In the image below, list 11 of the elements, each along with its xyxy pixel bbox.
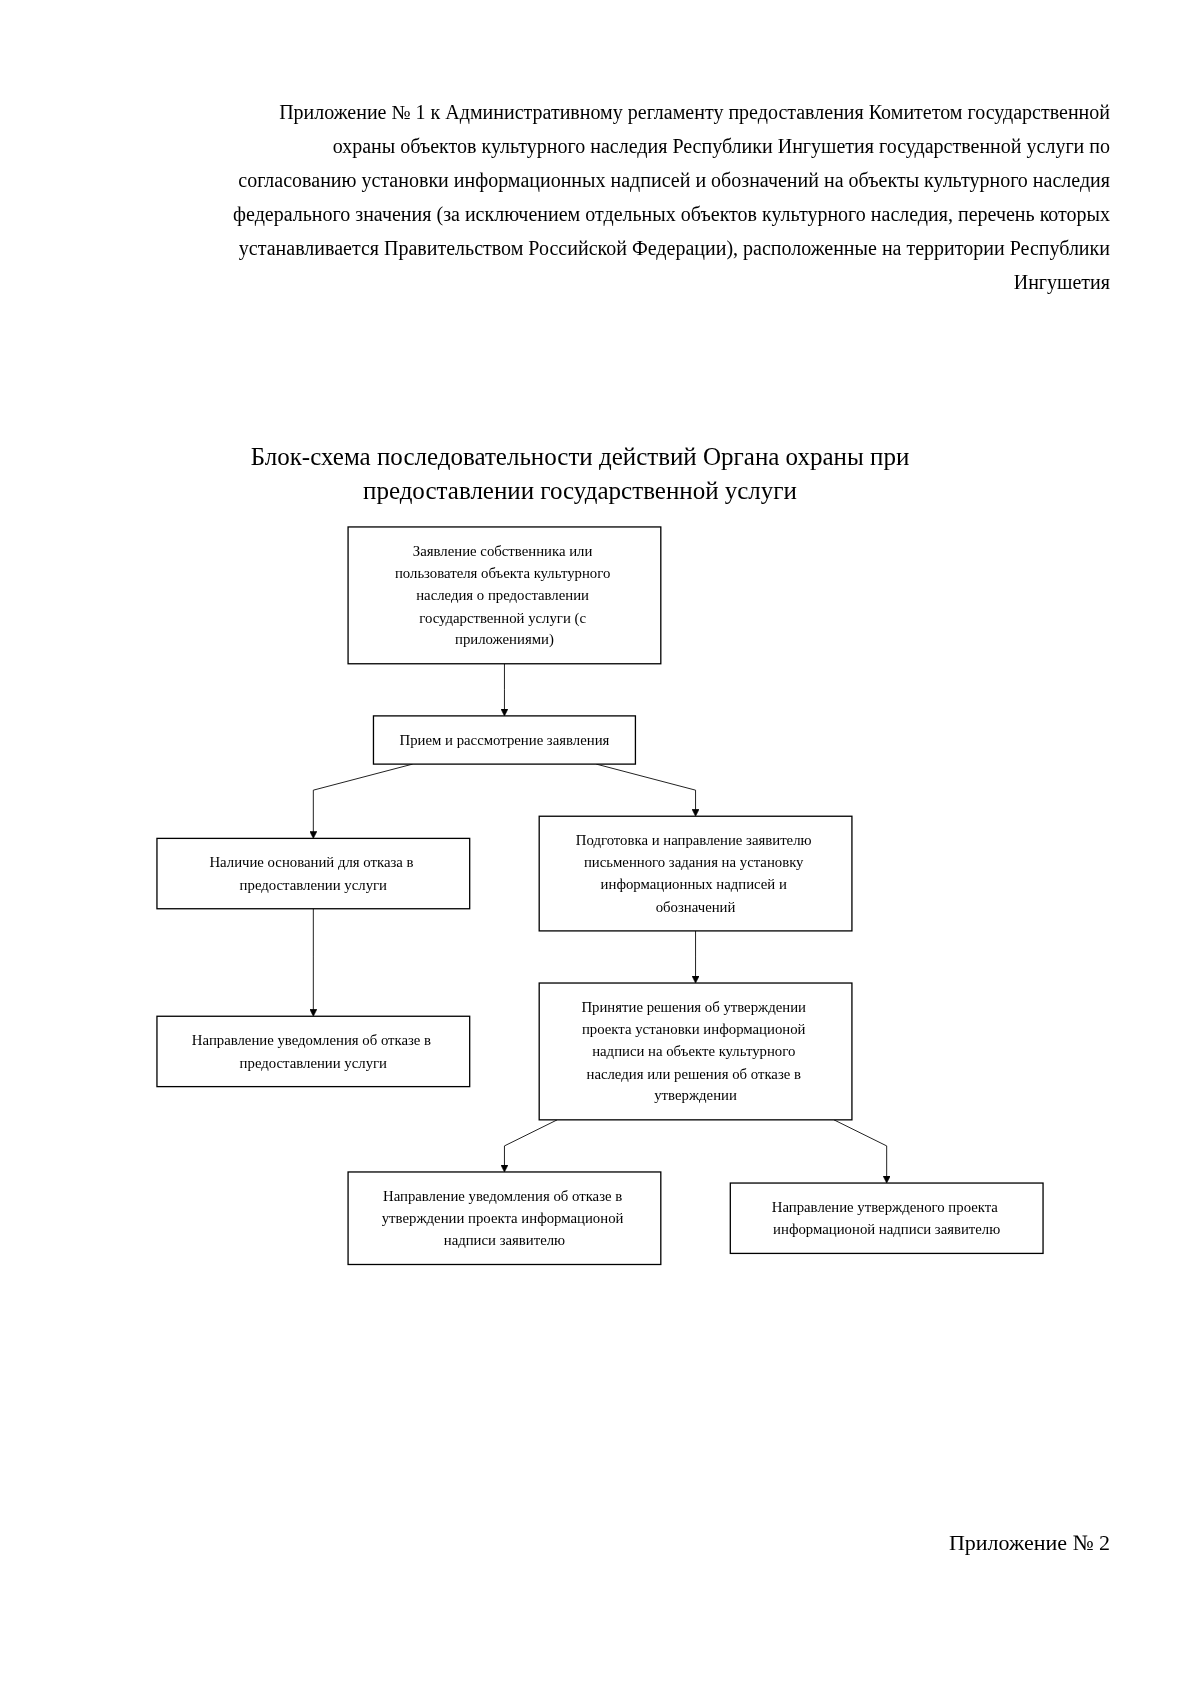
node-box: Наличие оснований для отказа в предоставлении услуги [156, 837, 471, 910]
node-box: Направление уведомления об отказе в предоставлении услуги [156, 1015, 471, 1088]
node-box: Подготовка и направление заявителю письменного задания на установку информационных надписей и обозначений [538, 815, 853, 932]
appendix-header-text: Приложение № 1 к Административному регламенту предоставления Комитетом государственной охраны объектов культурного наследия Республики Ингушетия государственной услуги по согласованию установки информационных надписей и обозначений на объекты культурного наследия федерального значения (за исключением отдельных объектов культурного наследия, перечень которых устанавливается Правительством Российской Федерации), расположенные на территории Республики Ингушетия [232, 100, 1110, 296]
node-box: Заявление собственника или пользователя объекта культурного наследия о предоставлении государственной услуги (с приложениями) [347, 526, 662, 665]
node-box: Направление утвержденого проекта информационой надписи заявителю [729, 1182, 1044, 1255]
appendix-label: Приложение № 2 [948, 1530, 1110, 1556]
node-box: Направление уведомления об отказе в утверждении проекта информационой надписи заявителю [347, 1171, 662, 1266]
diagram-title: Блок-схема последовательности действий Органа охраны при предоставлении государственной услуги [249, 442, 911, 506]
node-box: Прием и рассмотрение заявления [372, 715, 637, 765]
node-box: Принятие решения об утверждении проекта установки информационой надписи на объекте культурного наследия или решения об отказе в утверждении [538, 982, 853, 1121]
